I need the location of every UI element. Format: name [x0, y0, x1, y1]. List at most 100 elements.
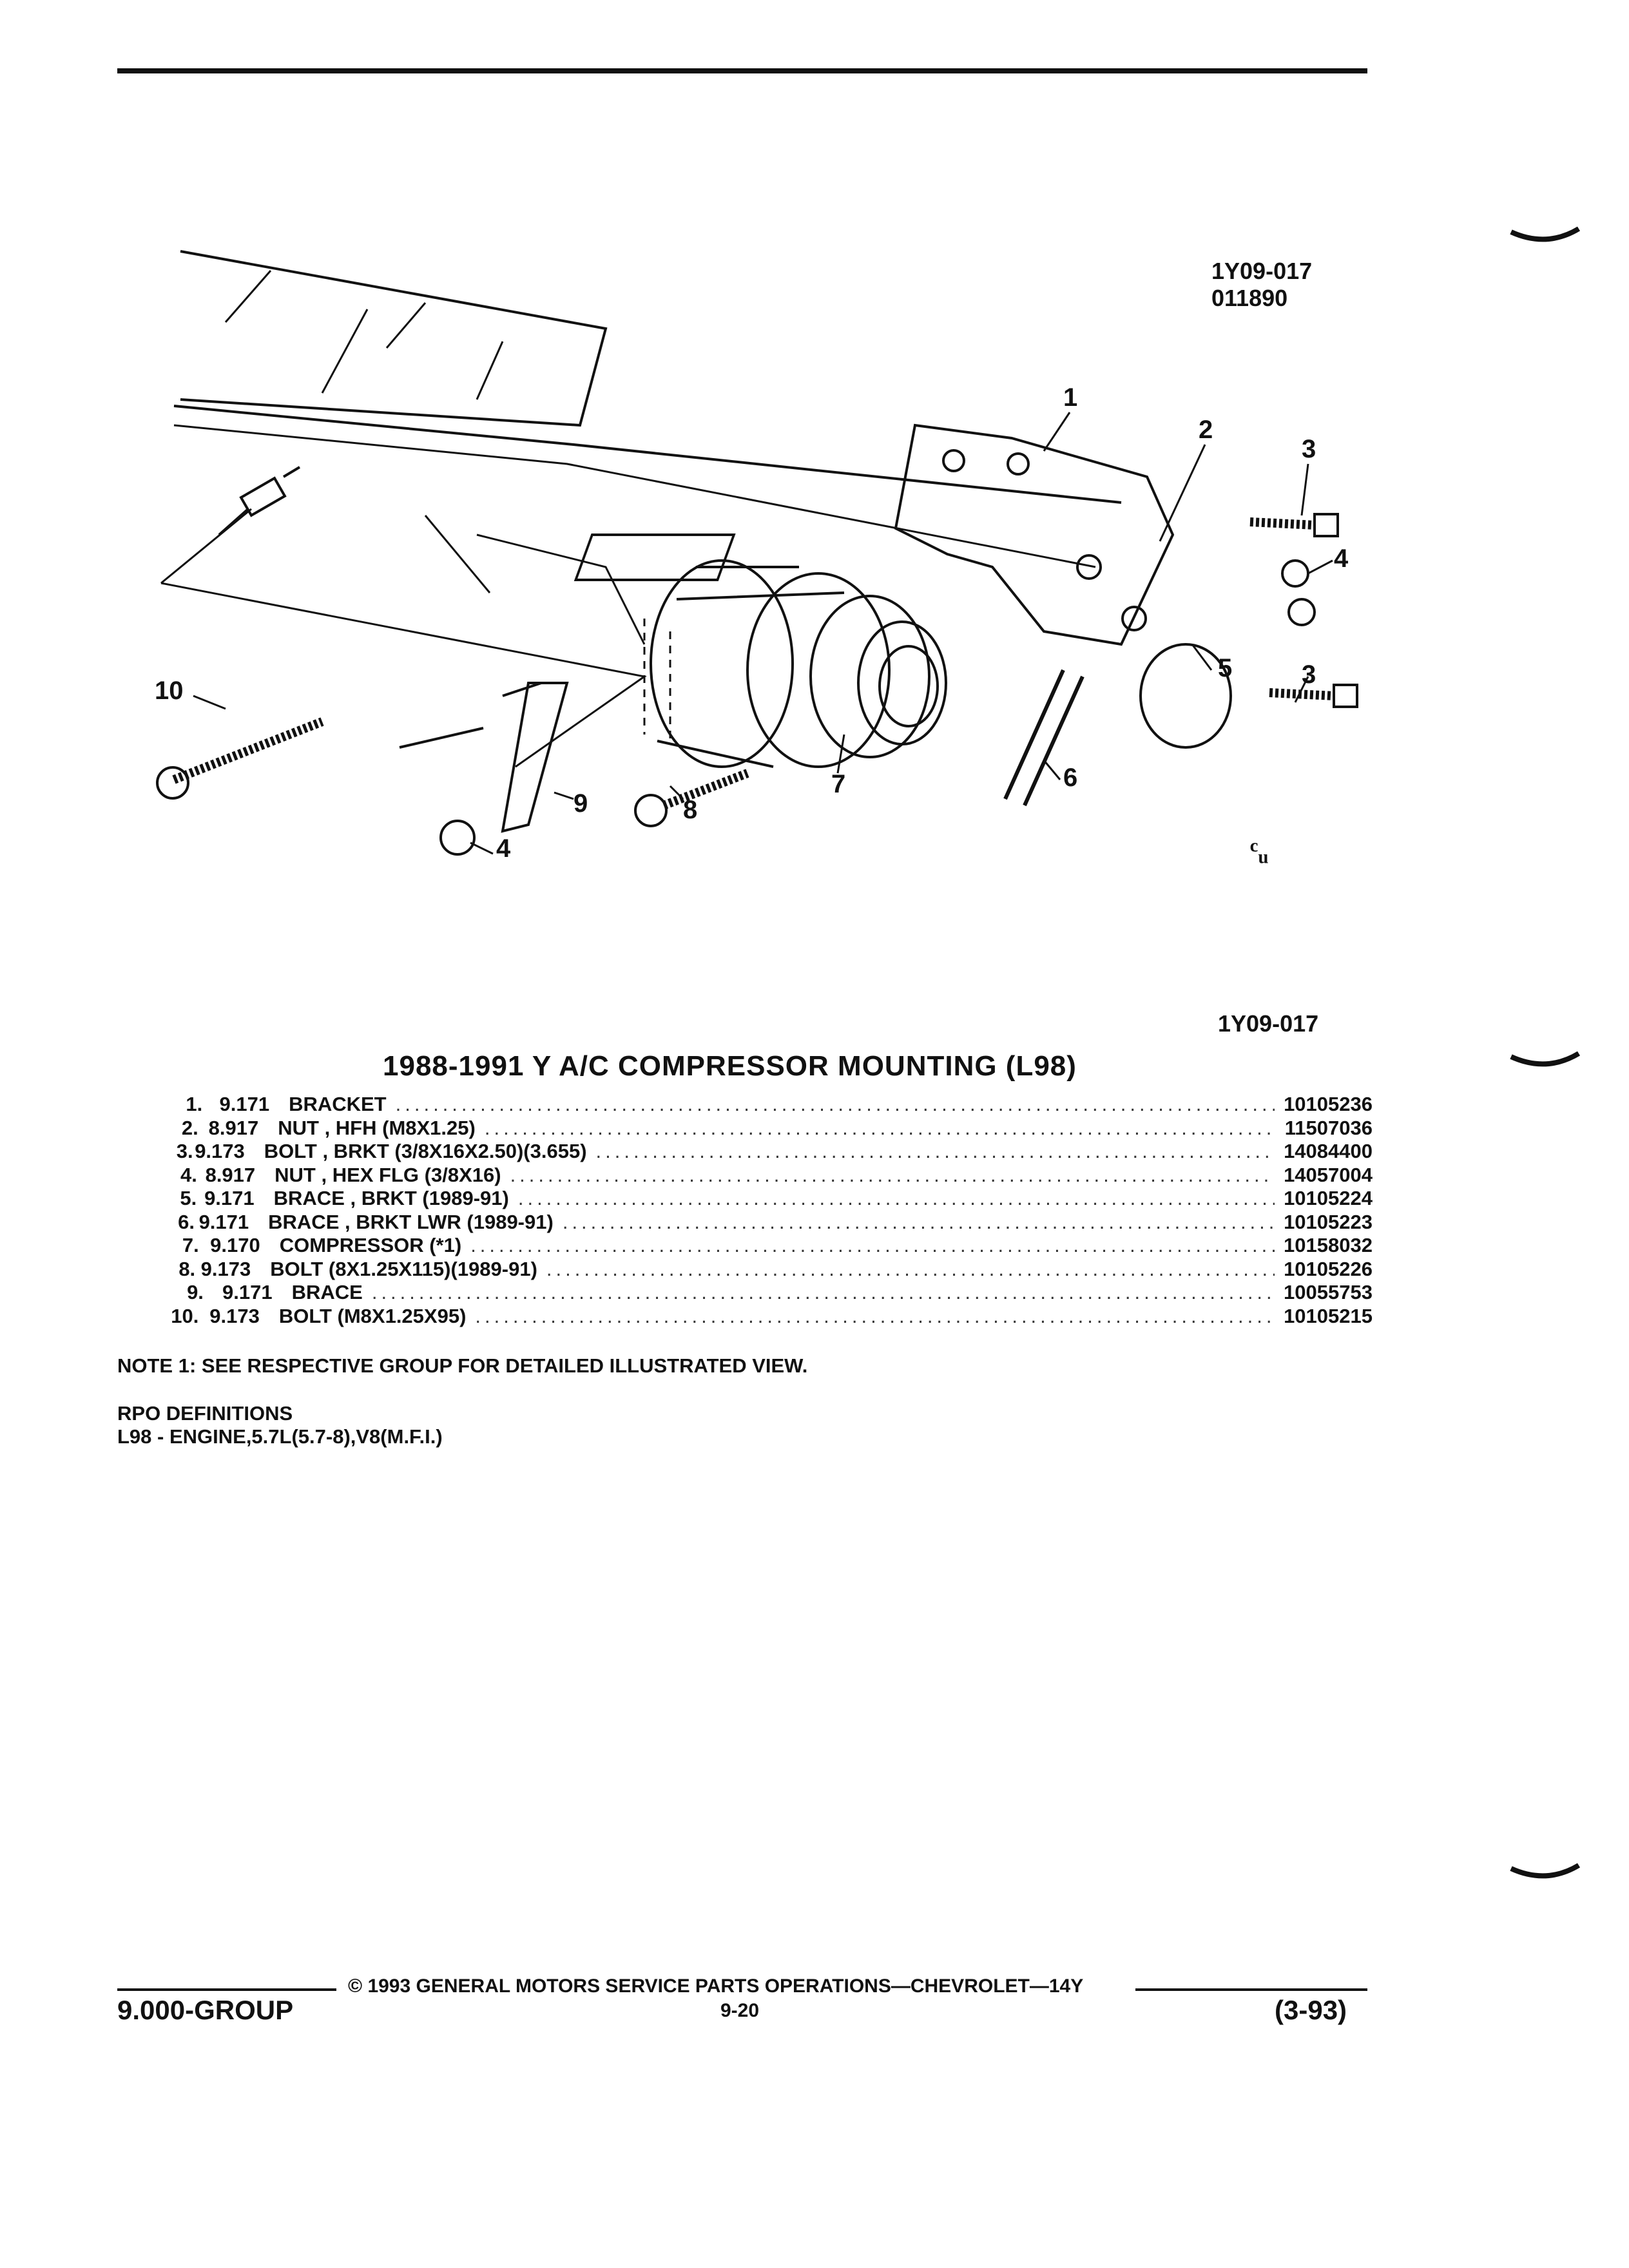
figure-id-block: 1Y09-017 011890 — [1211, 258, 1312, 312]
part-number: 14084400 — [1284, 1140, 1373, 1162]
group-number: 9.171 — [204, 1187, 255, 1209]
callout-5: 5 — [1218, 654, 1232, 682]
group-number: 9.173 — [195, 1140, 245, 1162]
callout-6: 6 — [1063, 764, 1077, 792]
group-number: 9.171 — [222, 1281, 273, 1303]
footer-rule-right — [1135, 1988, 1367, 1991]
part-number: 14057004 — [1284, 1163, 1373, 1186]
leader-dots: ........................................… — [470, 1234, 1275, 1256]
section-title: 1988-1991 Y A/C COMPRESSOR MOUNTING (L98… — [383, 1050, 1077, 1082]
part-description: BOLT , BRKT (3/8X16X2.50)(3.655) — [264, 1140, 587, 1162]
leader-dots: ........................................… — [475, 1304, 1275, 1327]
group-number: 9.170 — [210, 1234, 260, 1256]
item-number: 10. — [171, 1304, 199, 1327]
item-number: 1. — [186, 1093, 203, 1115]
parts-row: 3. 9.173 BOLT , BRKT (3/8X16X2.50)(3.655… — [161, 1140, 1373, 1164]
part-number: 10105223 — [1284, 1210, 1373, 1233]
binder-mark-icon — [1510, 226, 1581, 242]
parts-row: 9. 9.171 BRACE .........................… — [161, 1281, 1373, 1305]
footer-group: 9.000-GROUP — [117, 1995, 294, 2025]
bolt-8 — [634, 769, 749, 827]
part-number: 10105215 — [1284, 1304, 1373, 1327]
part-description: BRACE , BRKT LWR (1989-91) — [268, 1210, 554, 1233]
valve-cover-ribs — [224, 270, 504, 400]
leader-lines — [193, 412, 1333, 855]
parts-row: 5. 9.171 BRACE , BRKT (1989-91) ........… — [161, 1187, 1373, 1211]
footer-page-number: 9-20 — [720, 2000, 760, 2021]
parts-row: 10. 9.173 BOLT (M8X1.25X95) ............… — [161, 1305, 1373, 1329]
part-description: BRACE , BRKT (1989-91) — [273, 1187, 509, 1209]
item-number: 6. — [178, 1210, 195, 1233]
item-number: 8. — [178, 1257, 196, 1280]
item-number: 4. — [180, 1163, 197, 1186]
parts-row: 7. 9.170 COMPRESSOR (*1) ...............… — [161, 1234, 1373, 1258]
part-number: 10105226 — [1284, 1257, 1373, 1280]
part-number: 10055753 — [1284, 1281, 1373, 1303]
bracket-illustration — [894, 423, 1232, 749]
rpo-heading: RPO DEFINITIONS — [117, 1402, 293, 1425]
ground-plane-lines — [160, 508, 647, 768]
leader-dots: ........................................… — [517, 1187, 1275, 1209]
leader-dots: ........................................… — [510, 1163, 1275, 1186]
part-description: BOLT (8X1.25X115)(1989-91) — [270, 1257, 537, 1280]
binder-mark-icon — [1510, 1051, 1581, 1067]
leader-dots: ........................................… — [595, 1140, 1275, 1162]
valve-cover-outline — [180, 250, 608, 427]
callout-2: 2 — [1199, 416, 1213, 444]
item-number: 2. — [181, 1116, 198, 1139]
parts-row: 4. 8.917 NUT , HEX FLG (3/8X16) ........… — [161, 1164, 1373, 1187]
note-text: NOTE 1: SEE RESPECTIVE GROUP FOR DETAILE… — [117, 1354, 808, 1377]
leader-dots: ........................................… — [562, 1210, 1275, 1233]
parts-row: 6. 9.171 BRACE , BRKT LWR (1989-91) ....… — [161, 1211, 1373, 1235]
callout-8: 8 — [683, 796, 697, 824]
parts-list: 1. 9.171 BRACKET .......................… — [161, 1093, 1373, 1328]
part-description: NUT , HFH (M8X1.25) — [278, 1116, 476, 1139]
item-number: 3. — [176, 1140, 193, 1162]
footer-rule-left — [117, 1988, 336, 1991]
engine-block-line — [173, 405, 1122, 504]
parts-row: 1. 9.171 BRACKET .......................… — [161, 1093, 1373, 1117]
group-number: 9.171 — [219, 1093, 270, 1115]
binder-mark-icon — [1510, 1863, 1581, 1879]
group-number: 9.173 — [209, 1304, 260, 1327]
item-number: 5. — [180, 1187, 197, 1209]
part-description: NUT , HEX FLG (3/8X16) — [275, 1163, 501, 1186]
top-rule — [117, 68, 1367, 73]
callout-4-right: 4 — [1334, 544, 1349, 573]
part-description: COMPRESSOR (*1) — [279, 1234, 462, 1256]
part-description: BRACE — [291, 1281, 363, 1303]
rpo-definition: L98 - ENGINE,5.7L(5.7-8),V8(M.F.I.) — [117, 1425, 443, 1448]
group-number: 9.171 — [198, 1210, 249, 1233]
compressor-mounting-diagram: 1 2 3 3 4 4 5 6 7 8 9 10 ᶜᵤ — [155, 250, 1358, 867]
leader-dots: ........................................… — [371, 1281, 1275, 1303]
compressor-illustration — [574, 533, 947, 768]
part-number: 11507036 — [1284, 1116, 1373, 1139]
group-number: 9.173 — [200, 1257, 251, 1280]
part-description: BOLT (M8X1.25X95) — [278, 1304, 467, 1327]
part-number: 10105224 — [1284, 1187, 1373, 1209]
brace-and-bolt-left — [156, 682, 569, 856]
leader-dots: ........................................… — [395, 1093, 1275, 1115]
leader-dots: ........................................… — [546, 1257, 1275, 1280]
engine-block-line-2 — [173, 424, 1096, 568]
callout-9: 9 — [574, 789, 588, 818]
figure-id: 1Y09-017 — [1211, 258, 1313, 284]
part-number: 10105236 — [1284, 1093, 1373, 1115]
bolts-right — [1249, 513, 1358, 708]
callout-4-left: 4 — [496, 834, 511, 863]
parts-row: 8. 9.173 BOLT (8X1.25X115)(1989-91) ....… — [161, 1258, 1373, 1282]
parts-row: 2. 8.917 NUT , HFH (M8X1.25) ...........… — [161, 1117, 1373, 1140]
callout-3-top: 3 — [1302, 435, 1316, 463]
cu-logo-icon: ᶜᵤ — [1250, 833, 1268, 867]
callout-1: 1 — [1063, 383, 1077, 412]
callout-7: 7 — [831, 770, 845, 798]
callout-10: 10 — [155, 677, 184, 705]
lower-brace-6 — [1003, 669, 1084, 807]
leader-dots: ........................................… — [484, 1116, 1276, 1139]
head-lower-edge — [424, 515, 646, 645]
group-number: 8.917 — [208, 1116, 259, 1139]
figure-code: 011890 — [1211, 285, 1288, 311]
footer-date: (3-93) — [1275, 1995, 1347, 2025]
footer-copyright: © 1993 GENERAL MOTORS SERVICE PARTS OPER… — [348, 1975, 1084, 1997]
item-number: 9. — [187, 1281, 204, 1303]
